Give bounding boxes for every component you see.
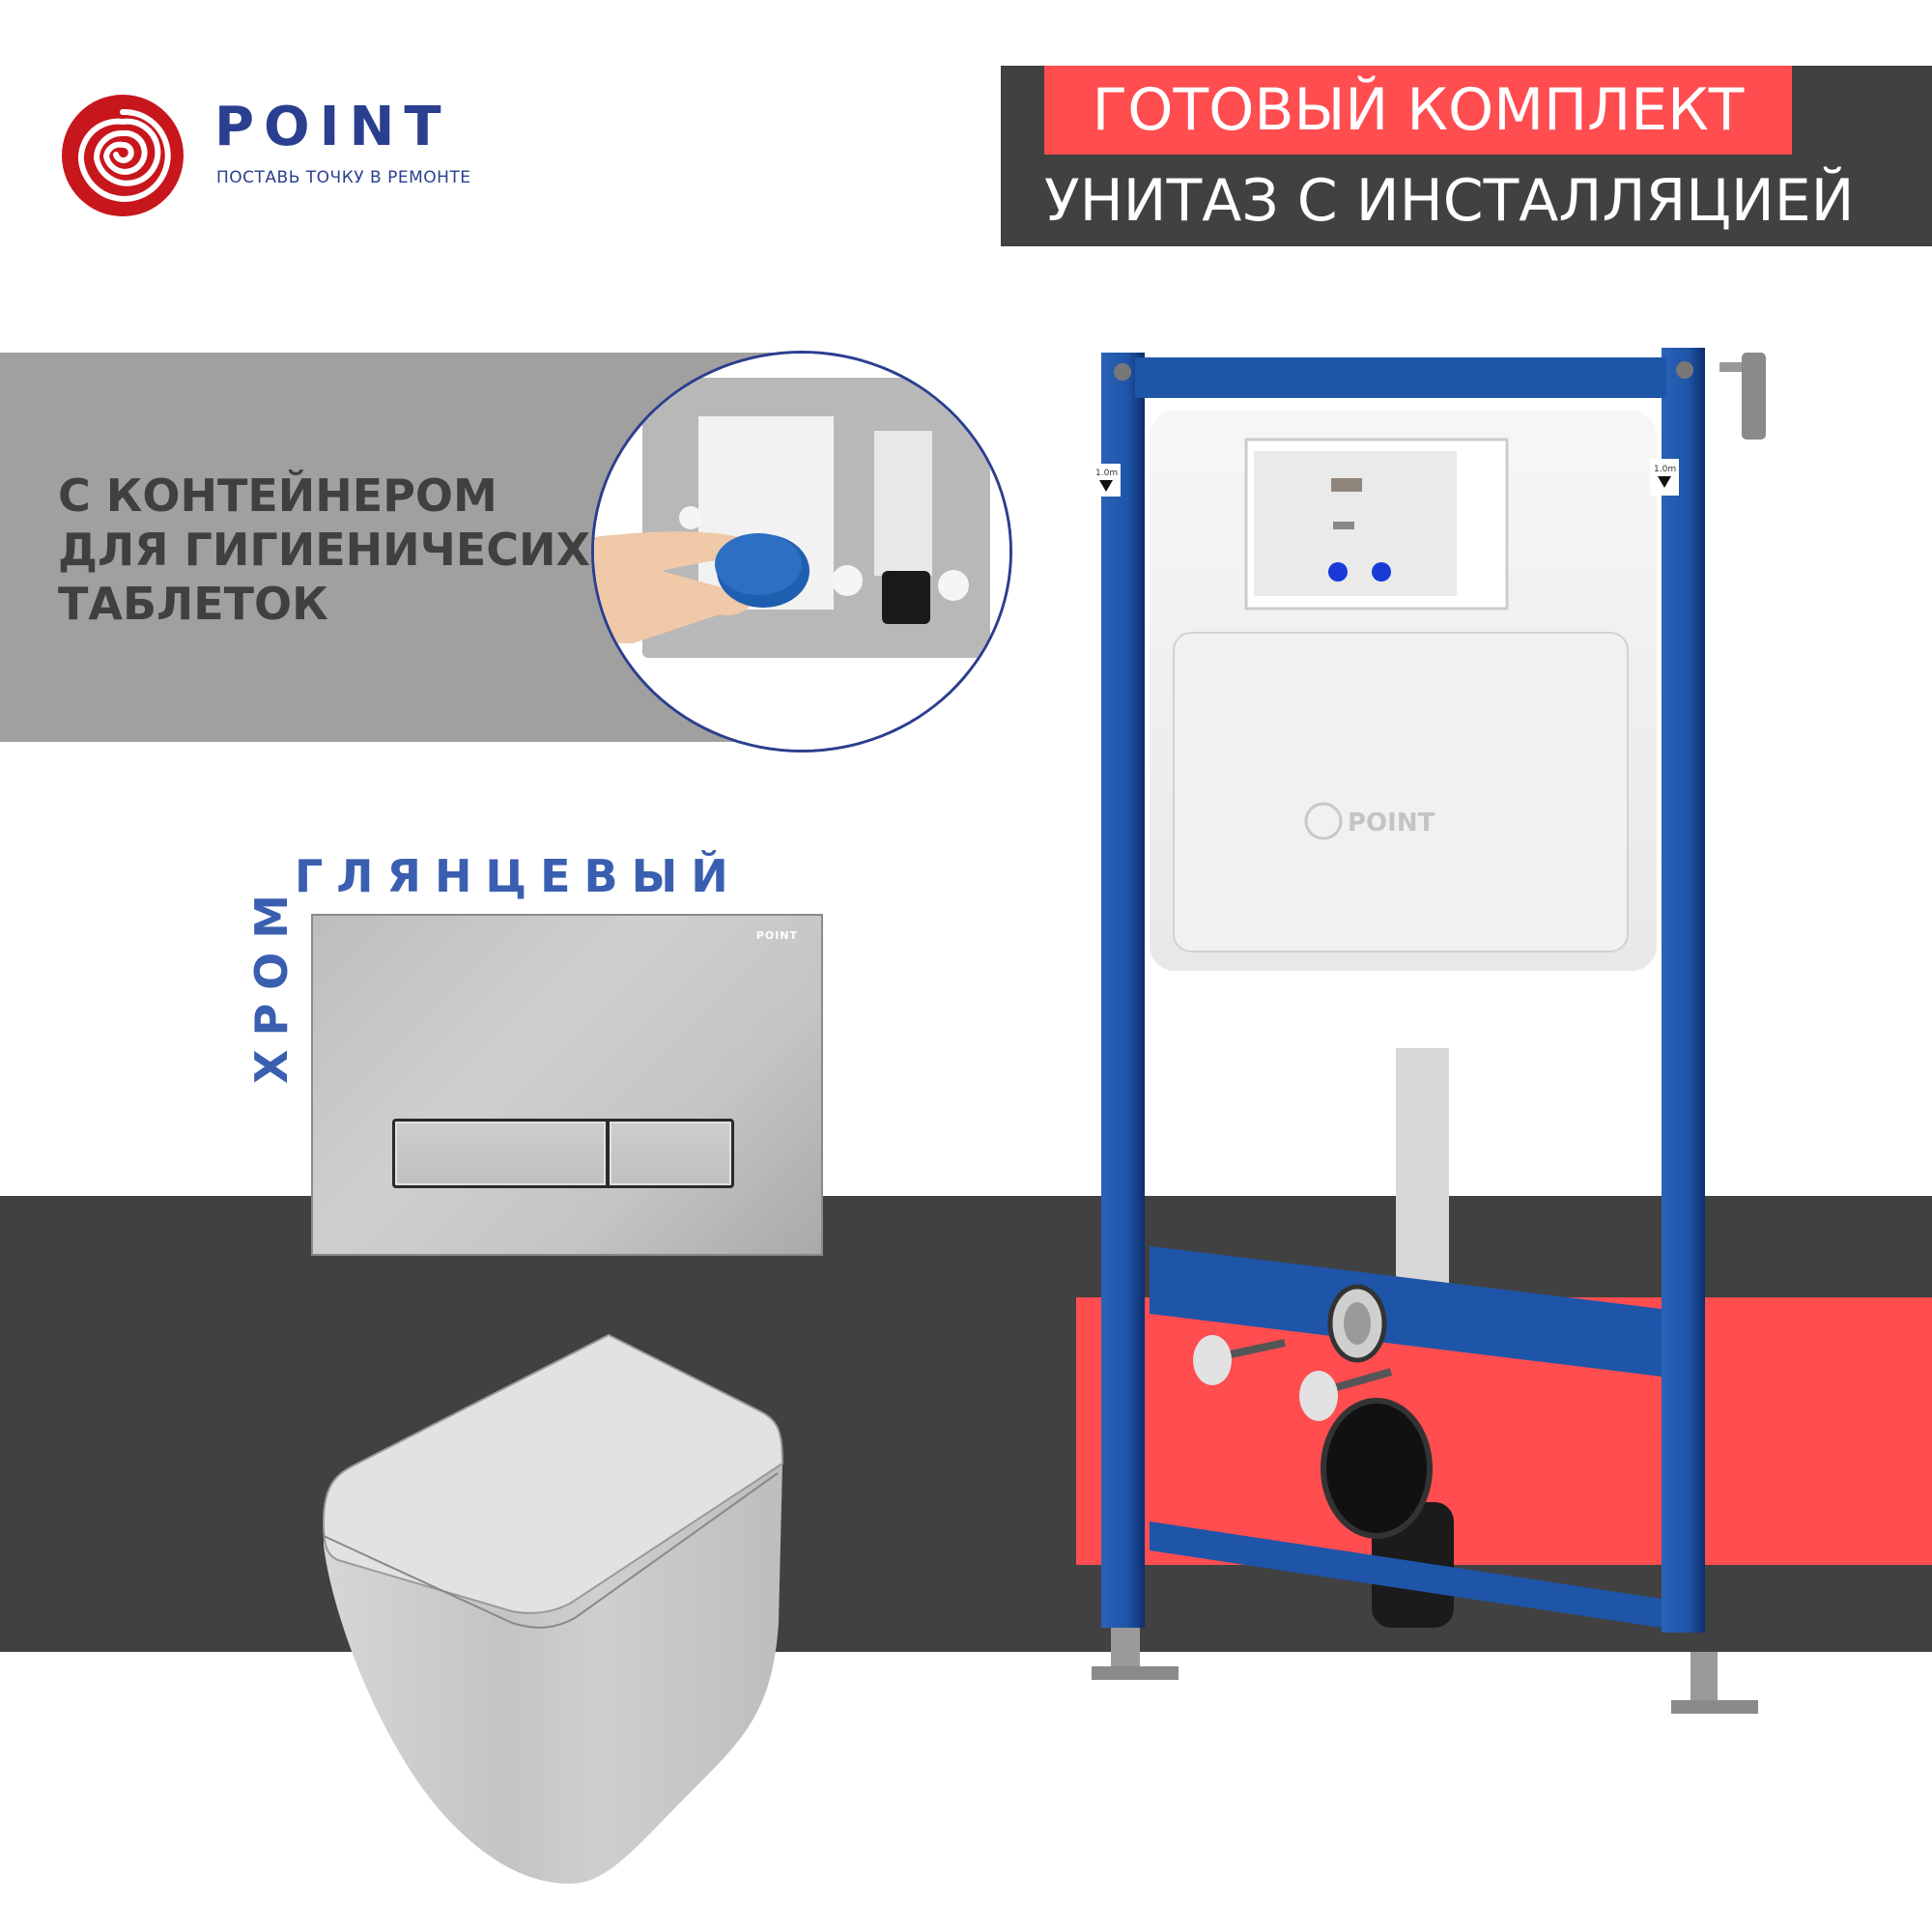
finish-label-chrome: ХРОМ — [245, 880, 298, 1084]
height-mark-left: 1.0m — [1095, 469, 1118, 478]
feature-line: С КОНТЕЙНЕРОМ — [58, 469, 497, 522]
header-title-line2: УНИТАЗ С ИНСТАЛЛЯЦИЕЙ — [1044, 167, 1855, 235]
installation-frame-icon: 1.0m 1.0m POINT — [1092, 348, 1766, 1714]
header-title-line1: ГОТОВЫЙ КОМПЛЕКТ — [1044, 66, 1792, 155]
header-banner: ГОТОВЫЙ КОМПЛЕКТ УНИТАЗ С ИНСТАЛЛЯЦИЕЙ — [1001, 66, 1932, 246]
height-mark-right: 1.0m — [1654, 465, 1676, 474]
spiral-logo-icon — [62, 95, 184, 216]
brand-logo: POINT ПОСТАВЬ ТОЧКУ В РЕМОНТЕ — [60, 93, 485, 218]
plate-logo: POINT — [755, 929, 798, 942]
half-flush-button[interactable] — [607, 1119, 734, 1188]
installation-frame: 1.0m 1.0m POINT — [1082, 343, 1777, 1715]
hygiene-tablet-icon — [594, 354, 1009, 750]
brand-tagline: ПОСТАВЬ ТОЧКУ В РЕМОНТЕ — [216, 168, 471, 187]
wall-hung-toilet — [319, 1304, 1034, 1922]
cistern-logo: POINT — [1348, 809, 1435, 838]
flush-plate: POINT — [311, 914, 823, 1256]
brand-name: POINT — [214, 96, 451, 158]
tablet-container-inset — [591, 351, 1012, 753]
toilet-icon — [322, 1333, 784, 1884]
full-flush-button[interactable] — [392, 1119, 609, 1188]
finish-label-glossy: ГЛЯНЦЕВЫЙ — [295, 850, 742, 902]
feature-text: С КОНТЕЙНЕРОМ ДЛЯ ГИГИЕНИЧЕСИХ ТАБЛЕТОК — [58, 469, 590, 631]
feature-line: ДЛЯ ГИГИЕНИЧЕСИХ — [58, 524, 590, 576]
feature-line: ТАБЛЕТОК — [58, 578, 328, 630]
